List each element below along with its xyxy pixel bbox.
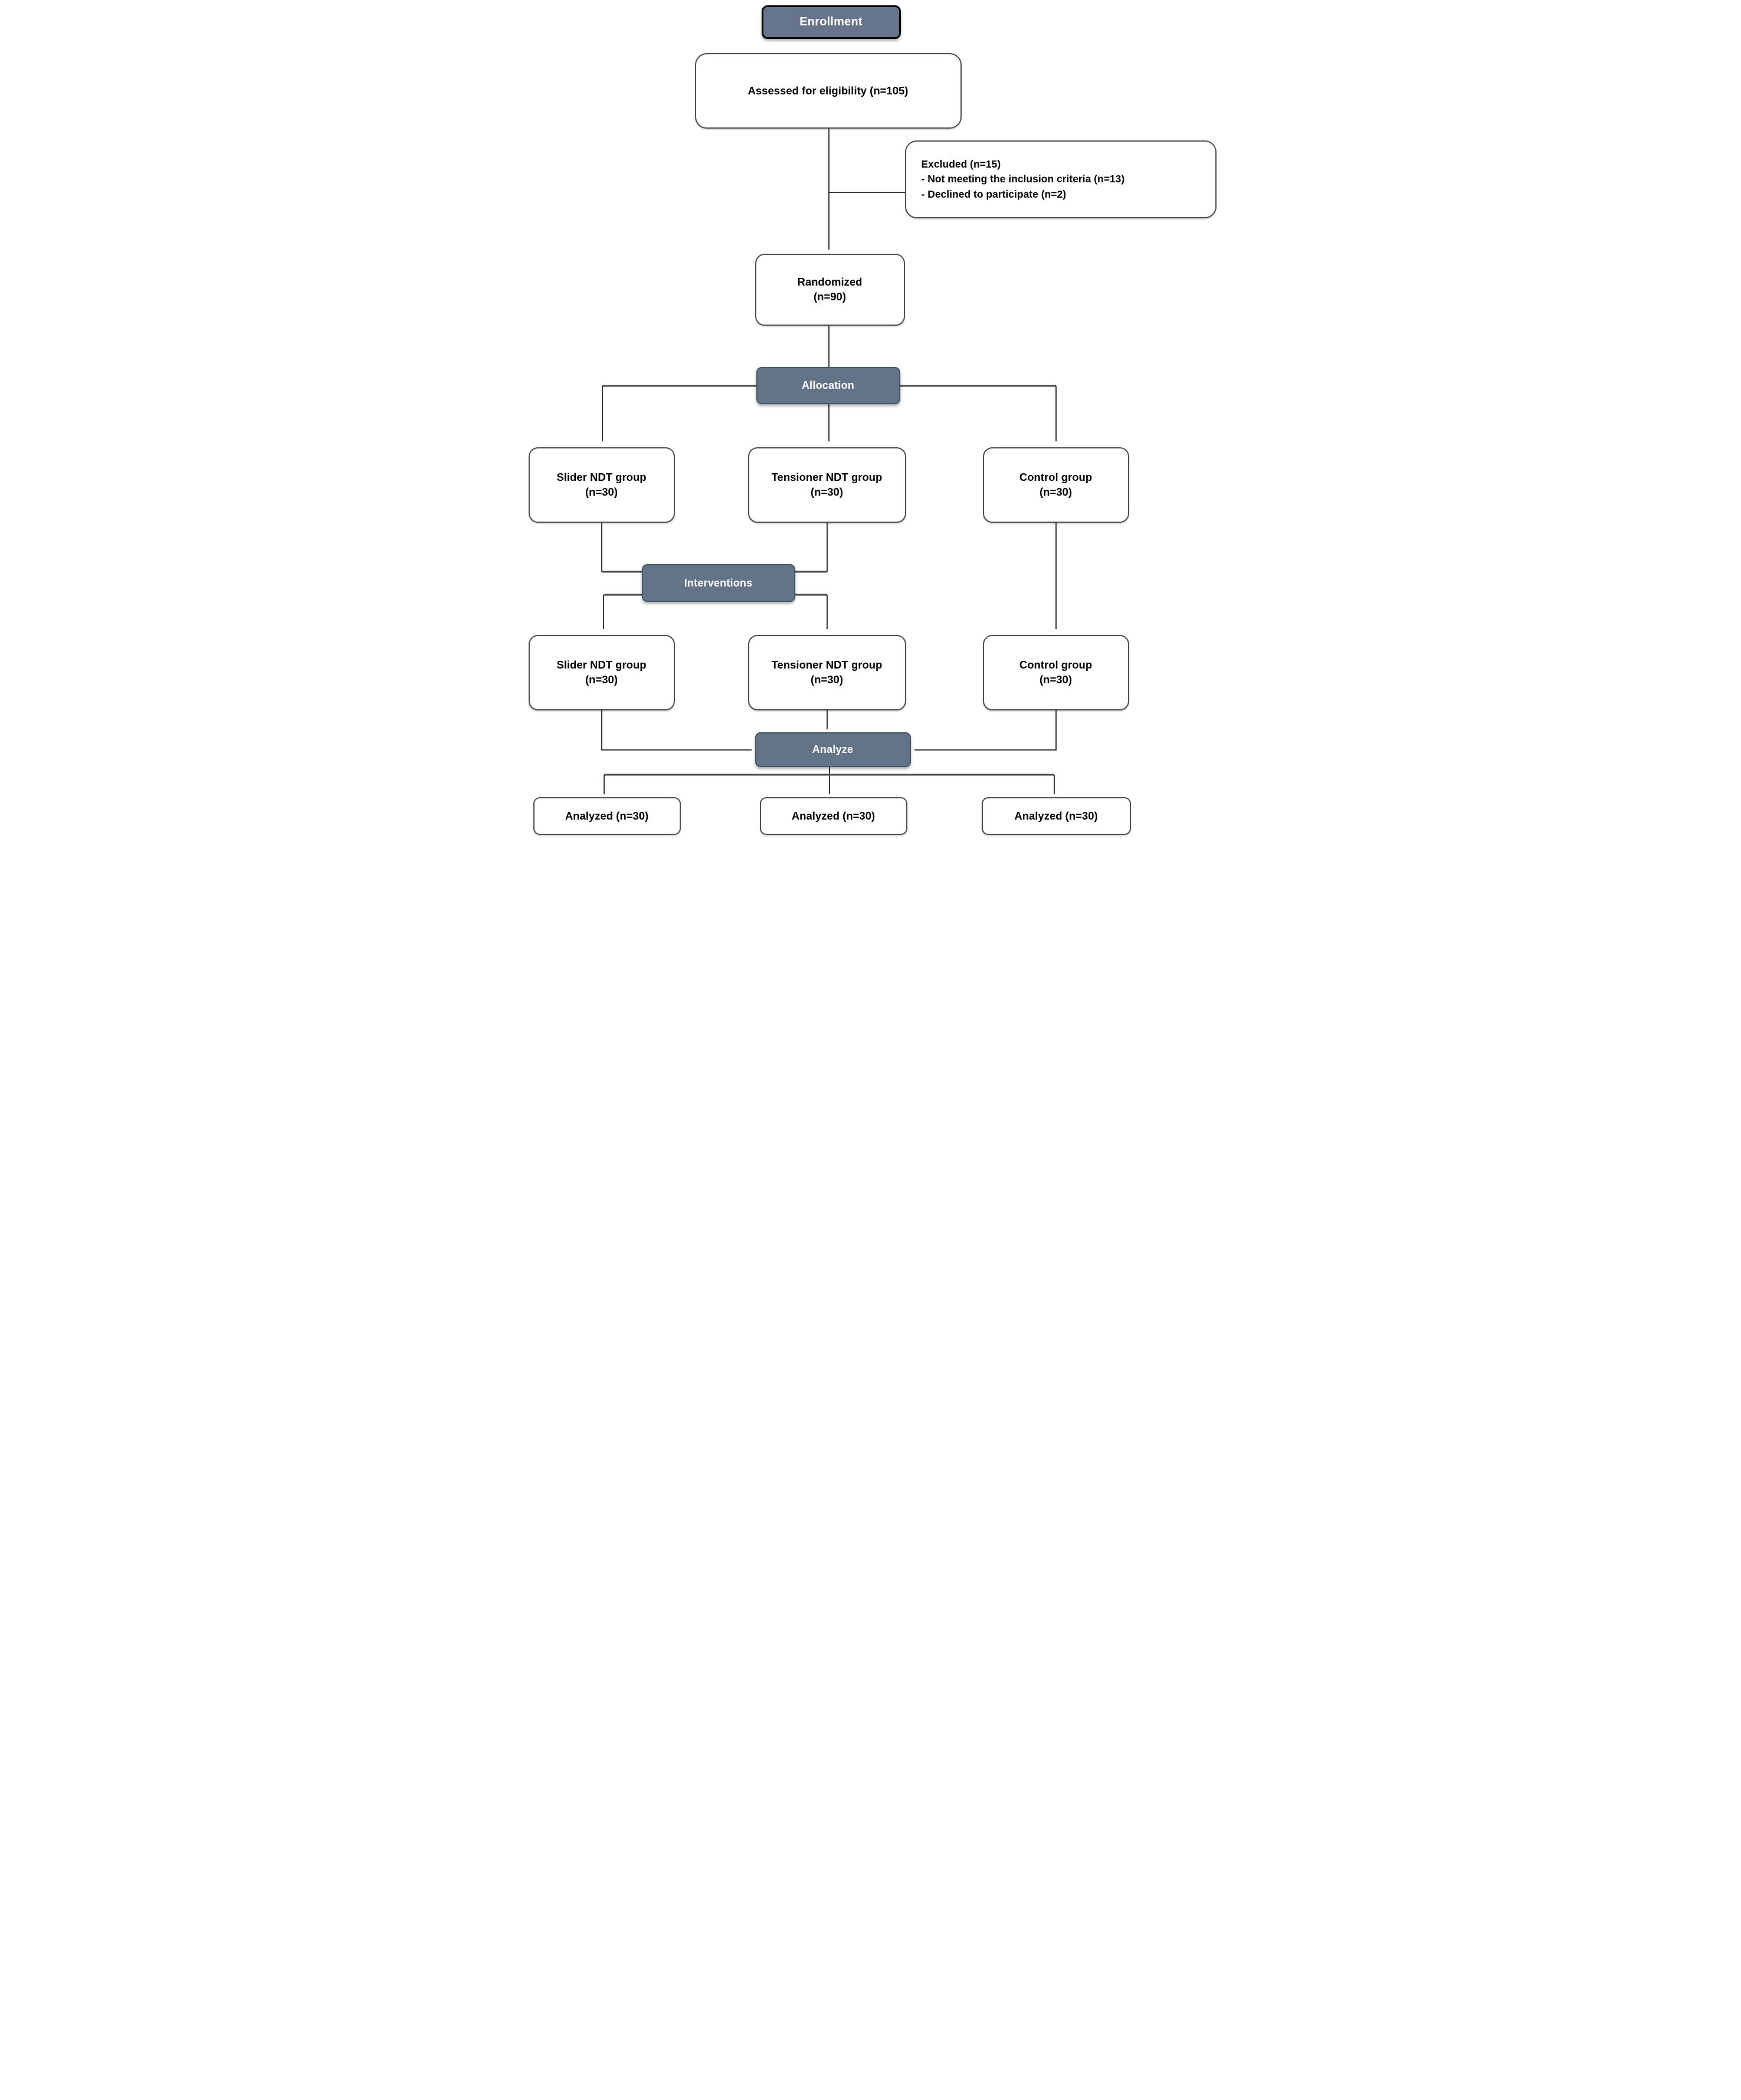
connector-slider-to-analyze [601, 710, 752, 751]
consort-flow-diagram: Enrollment Allocation Interventions Anal… [522, 0, 1219, 840]
excluded-item: - Not meeting the inclusion criteria (n=… [921, 173, 1125, 185]
intervention-box-slider: Slider NDT group (n=30) [528, 635, 675, 710]
excluded-title: Excluded (n=15) [921, 158, 1001, 170]
excluded-item: - Declined to participate (n=2) [921, 188, 1067, 200]
allocation-banner: Allocation [756, 367, 900, 404]
analyzed-box-left: Analyzed (n=30) [533, 797, 681, 835]
intervention-control-line1: Control group [1019, 658, 1093, 671]
interventions-banner-label: Interventions [684, 576, 753, 589]
allocation-box-control: Control group (n=30) [982, 447, 1129, 523]
analyzed-left-label: Analyzed (n=30) [565, 809, 649, 822]
intervention-box-control: Control group (n=30) [982, 635, 1129, 710]
allocation-slider-line2: (n=30) [585, 486, 618, 498]
intervention-slider-line1: Slider NDT group [556, 658, 647, 671]
flow-connectors [601, 129, 1057, 794]
allocation-tensioner-line1: Tensioner NDT group [771, 471, 883, 484]
allocation-tensioner-line2: (n=30) [810, 486, 843, 498]
intervention-tensioner-line2: (n=30) [810, 673, 843, 686]
analyze-banner: Analyze [755, 732, 911, 767]
enrollment-banner: Enrollment [761, 5, 901, 39]
intervention-tensioner-line1: Tensioner NDT group [771, 658, 883, 671]
randomized-label-line2: (n=90) [813, 290, 846, 303]
allocation-control-line2: (n=30) [1039, 486, 1072, 498]
allocation-control-line1: Control group [1019, 471, 1093, 484]
assessed-label: Assessed for eligibility (n=105) [747, 84, 909, 97]
intervention-slider-line2: (n=30) [585, 673, 618, 686]
allocation-box-slider: Slider NDT group (n=30) [528, 447, 675, 523]
interventions-banner: Interventions [641, 564, 795, 602]
intervention-control-line2: (n=30) [1039, 673, 1072, 686]
analyzed-box-right: Analyzed (n=30) [981, 797, 1131, 835]
excluded-box: Excluded (n=15) - Not meeting the inclus… [904, 140, 1217, 218]
allocation-slider-line1: Slider NDT group [556, 471, 647, 484]
analyzed-right-label: Analyzed (n=30) [1014, 809, 1098, 822]
randomized-box: Randomized (n=90) [755, 254, 905, 326]
analyze-banner-label: Analyze [812, 743, 854, 755]
analyzed-middle-label: Analyzed (n=30) [791, 809, 876, 822]
allocation-banner-label: Allocation [801, 379, 854, 391]
connector-control-to-analyze [914, 710, 1057, 751]
assessed-box: Assessed for eligibility (n=105) [694, 53, 962, 129]
analyzed-box-middle: Analyzed (n=30) [759, 797, 907, 835]
allocation-box-tensioner: Tensioner NDT group (n=30) [747, 447, 906, 523]
enrollment-banner-label: Enrollment [799, 15, 863, 28]
intervention-box-tensioner: Tensioner NDT group (n=30) [747, 635, 906, 710]
randomized-label-line1: Randomized [797, 276, 863, 289]
